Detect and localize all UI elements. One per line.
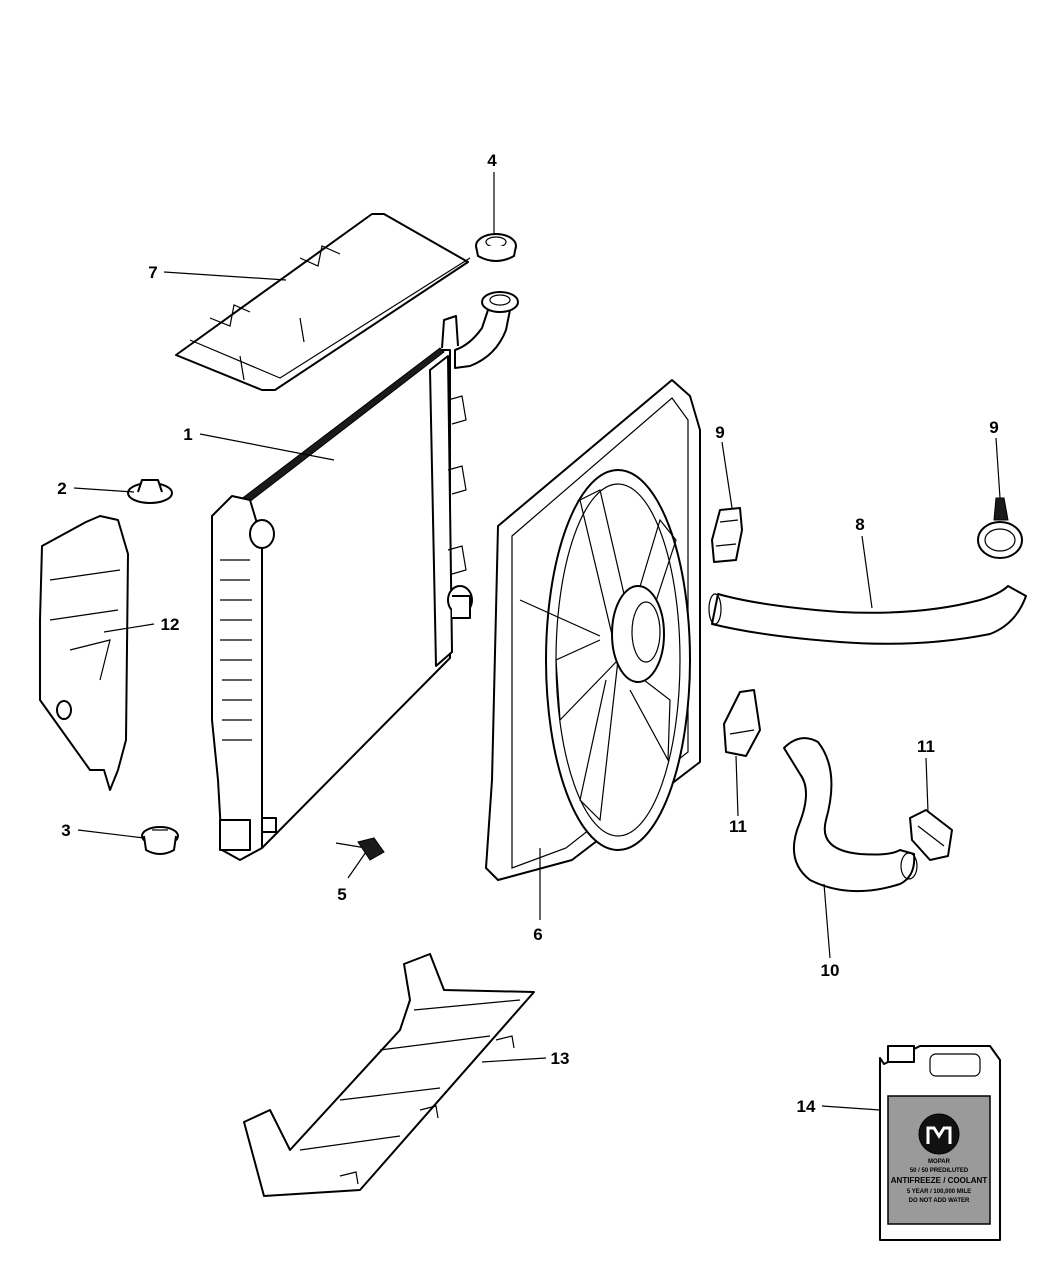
part-radiator	[211, 291, 519, 861]
part-drain-petcock	[335, 837, 385, 861]
part-side-shield	[39, 515, 129, 791]
callout-13: 13	[551, 1049, 570, 1068]
part-hose-clamp-right	[909, 809, 953, 861]
callout-8: 8	[855, 515, 864, 534]
jug-line4: DO NOT ADD WATER	[909, 1198, 970, 1204]
part-lower-deflector	[243, 953, 535, 1197]
callout-9b: 9	[989, 418, 998, 437]
part-upper-isolator	[127, 479, 173, 504]
callout-3: 3	[61, 821, 70, 840]
callout-10: 10	[821, 961, 840, 980]
part-upper-deflector	[175, 213, 471, 391]
callout-1: 1	[183, 425, 192, 444]
part-fan-assembly	[485, 379, 701, 881]
jug-line2: ANTIFREEZE / COOLANT	[891, 1176, 988, 1185]
part-lower-isolator	[141, 826, 179, 855]
callout-7: 7	[148, 263, 157, 282]
callout-2: 2	[57, 479, 66, 498]
jug-brand: MOPAR	[928, 1159, 951, 1165]
part-upper-hose	[708, 585, 1027, 645]
part-hose-clamp-center	[723, 689, 761, 757]
part-hose-clamp-upper-left	[711, 507, 743, 563]
jug-line3: 5 YEAR / 100,000 MILE	[907, 1189, 971, 1195]
part-coolant-jug	[879, 1045, 1001, 1241]
part-hose-clamp-loose	[977, 497, 1023, 559]
callout-11a: 11	[729, 817, 747, 836]
jug-line1: 50 / 50 PREDILUTED	[910, 1168, 969, 1174]
callout-9a: 9	[715, 423, 724, 442]
callout-12: 12	[161, 615, 180, 634]
part-lower-hose	[783, 737, 918, 893]
leader-lines	[73, 172, 1001, 1111]
part-radiator-cap	[475, 233, 517, 262]
callout-14: 14	[797, 1097, 816, 1116]
callout-11b: 11	[917, 737, 935, 756]
callout-6: 6	[533, 925, 542, 944]
callout-4: 4	[487, 151, 497, 170]
callout-5: 5	[337, 885, 346, 904]
